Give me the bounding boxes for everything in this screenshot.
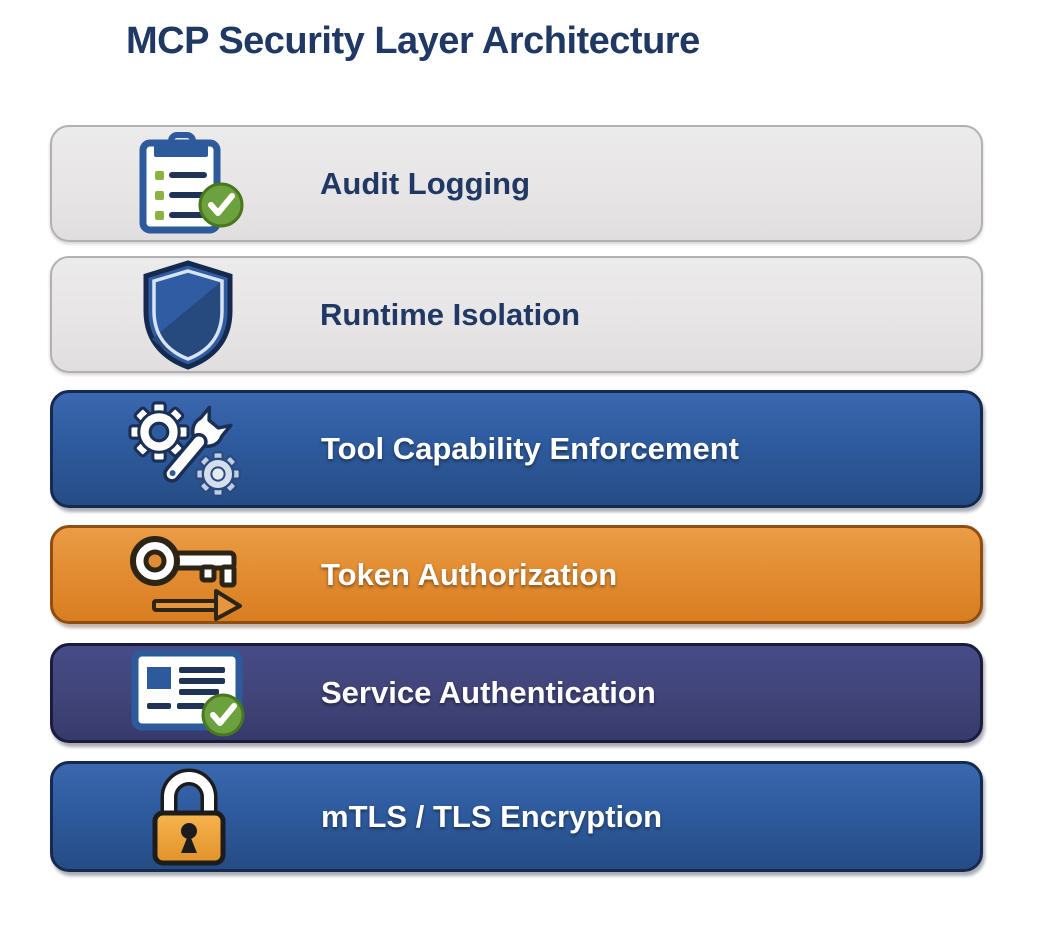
layer-tool-capability-enforcement: Tool Capability Enforcement <box>50 390 983 508</box>
gear-wrench-icon <box>109 396 269 502</box>
layer-label: Tool Capability Enforcement <box>321 431 739 466</box>
layer-label: mTLS / TLS Encryption <box>321 798 663 834</box>
layer-mtls-tls-encryption: mTLS / TLS Encryption <box>50 761 983 872</box>
layer-service-authentication: Service Authentication <box>50 643 983 743</box>
layer-label: Token Authorization <box>321 556 618 592</box>
shield-icon <box>108 259 268 371</box>
id-card-check-icon <box>109 645 269 741</box>
padlock-icon <box>109 765 269 869</box>
layer-label: Service Authentication <box>321 675 656 710</box>
layer-runtime-isolation: Runtime Isolation <box>50 256 983 373</box>
page-title: MCP Security Layer Architecture <box>126 20 700 62</box>
layer-audit-logging: Audit Logging <box>50 125 983 242</box>
clipboard-check-icon <box>108 131 268 236</box>
key-icon <box>109 529 269 621</box>
layer-label: Audit Logging <box>320 165 531 201</box>
layer-token-authorization: Token Authorization <box>50 525 983 624</box>
layer-label: Runtime Isolation <box>320 296 581 332</box>
